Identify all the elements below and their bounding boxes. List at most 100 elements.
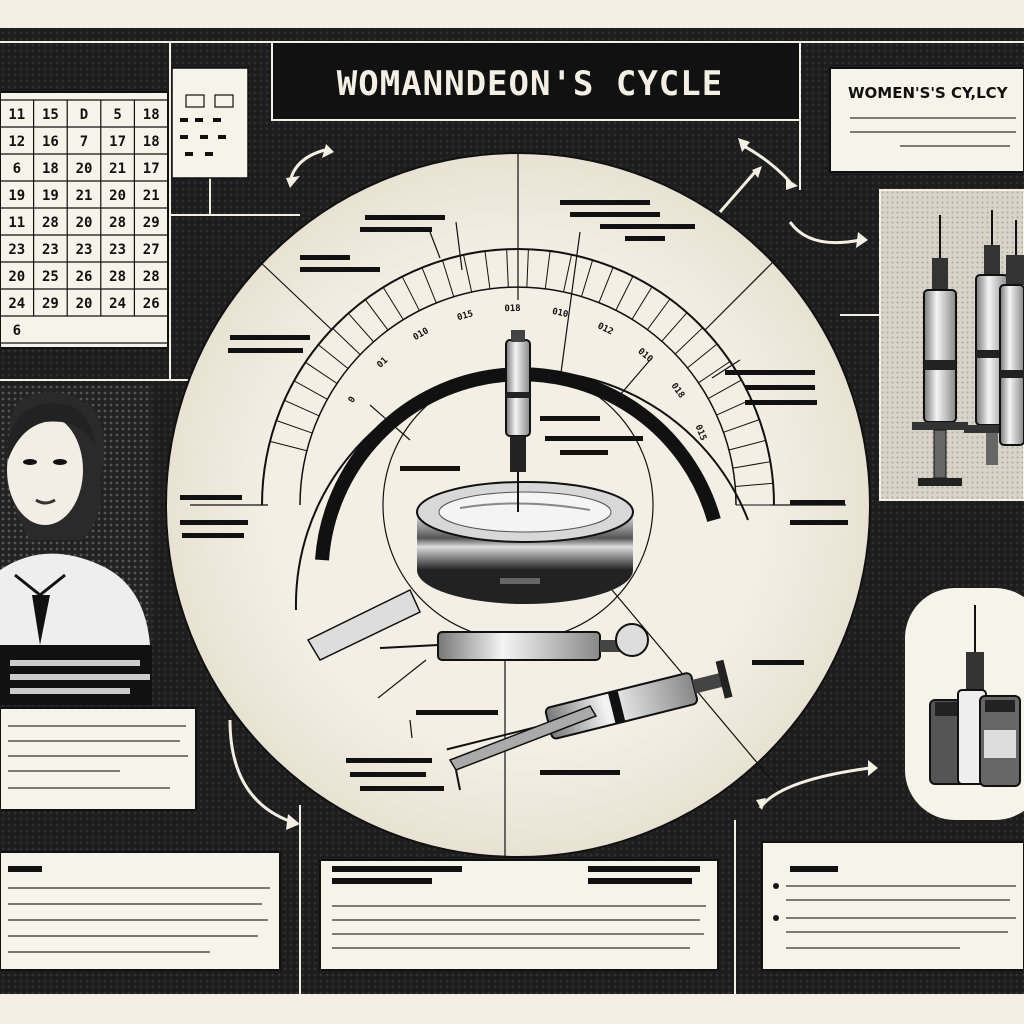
right-card-title: WOMEN'S'S CY,LCY: [848, 84, 1009, 102]
syringe-icon: [379, 623, 649, 661]
calendar-day: 7: [80, 134, 88, 150]
calendar-day: 6: [13, 161, 21, 177]
calendar-day: 20: [76, 296, 93, 312]
calendar-day: 24: [109, 296, 126, 312]
ring-tick: [484, 251, 491, 289]
calendar-day: 23: [42, 242, 59, 258]
calendar-day: 6: [13, 323, 21, 339]
ring-tick: [421, 267, 437, 304]
ring-day-label: 015: [456, 309, 474, 323]
vial-bubble: [905, 588, 1024, 820]
calendar-day: 18: [143, 107, 160, 123]
calendar-day: 20: [76, 215, 93, 231]
calendar-day: 29: [42, 296, 59, 312]
calendar-day: 12: [8, 134, 25, 150]
calendar-day: 28: [42, 215, 59, 231]
ring-day-label: 018: [504, 304, 521, 314]
compact-case-icon: [416, 481, 634, 604]
bottom-left-box: [0, 851, 281, 971]
ring-tick: [674, 327, 704, 355]
calendar-day: D: [80, 107, 88, 123]
calendar-day: 26: [76, 269, 93, 285]
vial-icon: [929, 605, 1021, 787]
ring-tick: [698, 361, 731, 384]
ring-tick: [563, 254, 573, 292]
woman-portrait-icon: [0, 385, 152, 645]
ring-tick: [544, 250, 551, 289]
calendar-day: 26: [143, 296, 160, 312]
calendar-day: 15: [42, 107, 59, 123]
syringe-icon: [505, 330, 531, 512]
ring-tick: [615, 276, 634, 311]
ring-tick: [598, 267, 614, 303]
ring-tick: [318, 344, 349, 369]
calendar-day: 27: [143, 242, 160, 258]
ring-tick: [347, 312, 374, 343]
calendar-day: 28: [109, 269, 126, 285]
ring-tick: [284, 399, 320, 417]
syringe-icon: [912, 215, 968, 486]
ring-tick: [735, 482, 774, 487]
calendar-day: 18: [42, 161, 59, 177]
ring-tick: [382, 287, 404, 320]
stripe-band: [306, 588, 421, 661]
ring-tick: [661, 312, 688, 342]
poster-title: WOMANNDEON'S CYCLE: [337, 64, 723, 104]
calendar-day: 24: [8, 296, 25, 312]
title-bar: [271, 41, 801, 121]
tag-card: [171, 67, 249, 179]
right-syringe-panel: [879, 189, 1024, 501]
ring-tick: [708, 379, 742, 400]
calendar-day: 21: [109, 161, 126, 177]
ring-tick: [269, 440, 307, 452]
calendar-day: 18: [143, 134, 160, 150]
ring-tick: [732, 461, 771, 469]
calendar-day: 23: [109, 242, 126, 258]
ring-tick: [526, 249, 529, 288]
ring-tick: [687, 343, 718, 369]
calendar-day: 16: [42, 134, 59, 150]
ring-tick: [723, 419, 760, 433]
leader-lines: [377, 221, 741, 739]
ring-day-label: 0: [347, 395, 358, 405]
calendar-day: 23: [76, 242, 93, 258]
ring-tick: [364, 299, 389, 331]
calendar-day: 20: [8, 269, 25, 285]
bottom-right-box: [761, 841, 1024, 971]
calendar-day: 17: [143, 161, 160, 177]
calendar-day: 17: [109, 134, 126, 150]
ring-day-label: 010: [551, 307, 569, 320]
calendar-day: 19: [8, 188, 25, 204]
calendar-day: 20: [76, 161, 93, 177]
bottom-middle-box: [319, 859, 719, 971]
ring-tick: [631, 286, 653, 320]
calendar-day: 21: [143, 188, 160, 204]
ring-tick: [647, 298, 671, 330]
calendar-day: 5: [113, 107, 121, 123]
needle-pen-icon: [448, 705, 598, 791]
calendar-day: 21: [76, 188, 93, 204]
calendar-day: 19: [42, 188, 59, 204]
ring-tick: [581, 259, 594, 297]
arrowheads: [286, 138, 878, 830]
ring-tick: [442, 260, 455, 297]
right-top-card: WOMEN'S'S CY,LCY: [829, 67, 1024, 173]
portrait-caption: [0, 645, 152, 705]
calendar-day: 29: [143, 215, 160, 231]
syringe-icon: [999, 220, 1024, 446]
left-note-box: [0, 707, 197, 811]
ring-tick: [276, 420, 313, 434]
ring-tick: [293, 380, 328, 400]
calendar-day: 28: [143, 269, 160, 285]
calendar-day: 28: [109, 215, 126, 231]
wheel-labels: [180, 200, 848, 791]
calendar-day: 25: [42, 269, 59, 285]
ring-tick: [305, 361, 338, 384]
ring-tick: [401, 276, 420, 311]
calendar-day: 20: [109, 188, 126, 204]
calendar-day: 11: [8, 107, 25, 123]
